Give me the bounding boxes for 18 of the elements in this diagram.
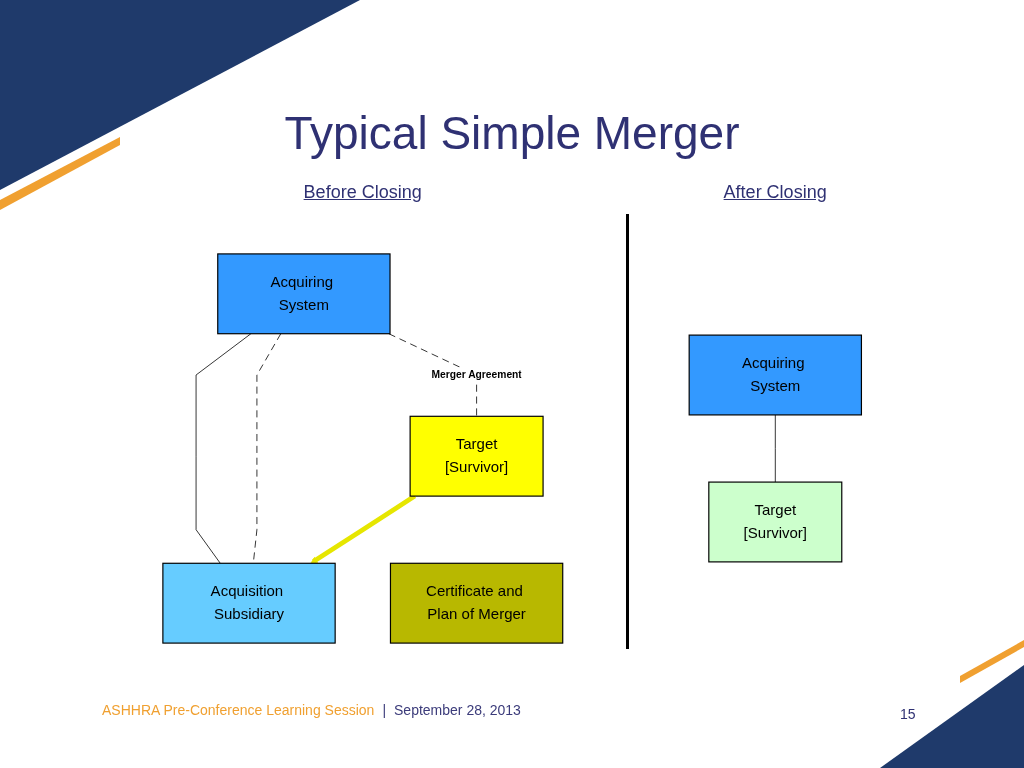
footer-text: September 28, 2013	[394, 702, 521, 718]
node-box: Acquiring System	[688, 334, 862, 416]
footer-separator: |	[382, 702, 386, 718]
slide-title: Typical Simple Merger	[284, 108, 740, 159]
node-box: Target [Survivor]	[708, 481, 843, 563]
section-heading: After Closing	[723, 182, 827, 203]
node-box: Acquisition Subsidiary	[162, 562, 336, 644]
connector	[774, 414, 776, 483]
connector	[388, 333, 477, 417]
node-box: Certificate and Plan of Merger	[389, 562, 564, 644]
node-box: Target [Survivor]	[409, 415, 544, 497]
section-heading: Before Closing	[303, 182, 422, 203]
connector	[195, 333, 252, 564]
arrow	[310, 494, 416, 564]
footer-text: ASHHRA Pre-Conference Learning Session	[102, 702, 375, 718]
node-box: Acquiring System	[217, 253, 391, 335]
page-number: 15	[900, 706, 916, 722]
edge-label: Merger Agreement	[431, 368, 522, 381]
